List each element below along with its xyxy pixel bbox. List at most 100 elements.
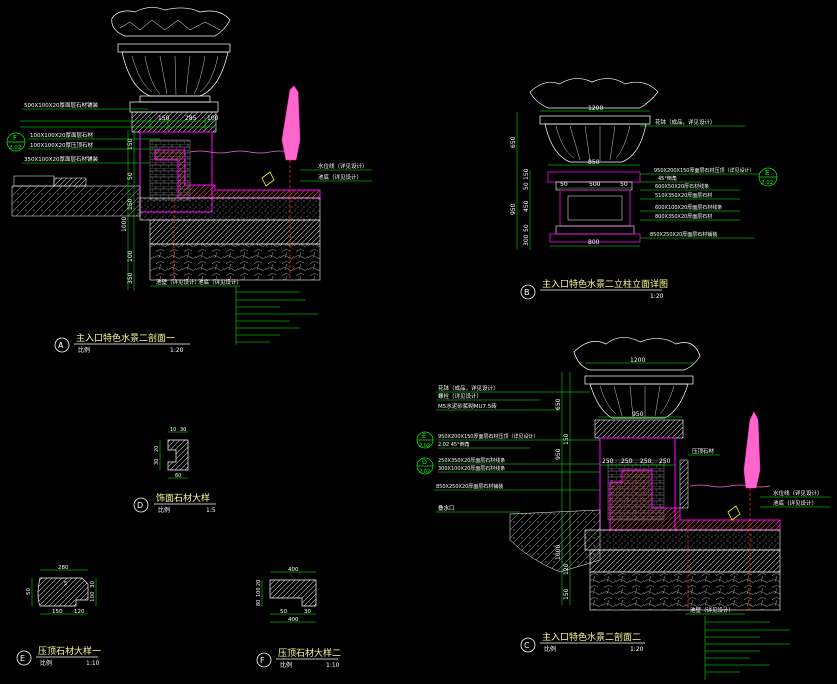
dim-e-2: 150 [52, 609, 63, 615]
section-d: 10 30 20 30 60 D 饰面石材大样 比例 1:5 [133, 427, 216, 514]
planter-b [529, 78, 659, 163]
note-b-5: 510X350X20厚面层石材 [655, 192, 712, 199]
note-c-9: 叠水口 [438, 504, 455, 512]
title-c: C 主入口特色水景二剖面二 比例 1:20 [520, 631, 645, 653]
note-a-2: 100X100X20厚面层石材 [30, 131, 94, 139]
column-cap-a [131, 111, 217, 133]
title-a-text: 主入口特色水景二剖面一 [76, 332, 175, 344]
bottom-a-2: 池底（详见设计） [198, 278, 242, 286]
dim-f-6: 30 [304, 609, 311, 615]
note-c-right-2: 水位线（详见设计） [773, 489, 823, 497]
marker-e-ref-c[interactable]: E 2.02 [416, 431, 434, 449]
dim-f-3: 100 [256, 587, 262, 597]
marker-d-c-ref: 2.02 [419, 469, 430, 475]
title-a-marker: A [58, 341, 64, 350]
dim-f-2: 20 [256, 580, 262, 586]
note-c-right-3: 池底（详见设计） [773, 499, 817, 507]
title-a: A 主入口特色水景二剖面一 比例 1:20 [54, 332, 190, 354]
dim-a-v-2: 50 [127, 172, 134, 180]
title-f: F 压顶石材大样二 比例 1:10 [256, 647, 341, 669]
marker-e-ref-b[interactable]: E 2.02 [758, 167, 778, 187]
note-c-1: 花钵（成品，详见设计） [438, 384, 499, 392]
fountain-jet-c [743, 411, 761, 489]
title-f-marker: F [260, 656, 265, 665]
title-b-scale: 1:20 [650, 293, 664, 300]
marker-f-letter: F [13, 134, 17, 142]
title-d-marker: D [137, 501, 143, 510]
note-c-6: 250X350X20厚面层石材线条 [438, 457, 505, 464]
dim-b-bottom: 800 [588, 239, 600, 246]
dim-c-v-4: 1000 [555, 545, 562, 560]
dim-a-top-3: 100 [207, 115, 219, 122]
dim-a-v-6: 350 [127, 272, 134, 284]
dim-a-v-5: 100 [127, 250, 134, 262]
dim-c-row-3: 250 [640, 458, 652, 465]
spec-block-a [235, 286, 318, 345]
dim-a-v-4: 150 [127, 198, 134, 210]
dim-c-v-1: 650 [555, 398, 562, 410]
water-line-c [689, 484, 771, 488]
dim-b-left-1: 650 [510, 136, 517, 148]
note-c-3: M5水泥砂浆砌MU7.5砖 [438, 402, 497, 410]
dim-e-6: 100 [90, 591, 96, 602]
dim-c-v-3: 150 [563, 433, 570, 445]
title-e-scale-label: 比例 [40, 659, 52, 667]
dim-b-left-2: 950 [510, 203, 517, 215]
dim-b-left2-4: 50 [523, 224, 530, 232]
note-a-3: 100X100X20厚压顶石材 [30, 141, 94, 149]
section-a: 150 285 100 150 50 1000 150 100 350 500X… [6, 7, 372, 354]
title-d-text: 饰面石材大样 [156, 492, 210, 504]
title-e-marker: E [20, 654, 25, 663]
marker-f-ref-a[interactable]: F 2.02 [6, 132, 26, 152]
title-c-marker: C [524, 641, 530, 650]
notes-b: 花钵（成品，详见设计） 950X200X150厚面层石材压顶（详见设计） 45°… [640, 118, 760, 239]
section-b: 1200 850 50 500 50 800 650 950 150 50 45… [510, 78, 778, 300]
title-d-scale-label: 比例 [158, 506, 170, 514]
title-f-text: 压顶石材大样二 [278, 647, 341, 659]
title-f-scale: 1:10 [326, 662, 340, 669]
note-c-5: 2.02 45°倒角 [438, 441, 470, 448]
section-e: 280 150 120 50 30 100 5 E 压顶石材大样一 比例 1:1… [16, 565, 101, 667]
marker-d-c-letter: D [422, 458, 427, 466]
dim-b-top: 1200 [588, 105, 603, 112]
marker-e-c-ref: 2.02 [419, 443, 430, 449]
marker-e-b-letter: E [765, 169, 769, 177]
title-d-scale: 1:5 [206, 507, 216, 514]
note-c-2: 螺栓（详见设计） [438, 392, 482, 400]
dim-b-left2-2: 50 [523, 182, 530, 190]
bottom-a-1: 池壁（详见设计） [156, 278, 200, 286]
note-b-3: 45°倒角 [658, 175, 677, 182]
title-c-text: 主入口特色水景二剖面二 [542, 631, 641, 643]
note-c-8: 850X250X20厚面层石材铺装 [436, 483, 503, 490]
note-c-right-1: 压顶石材 [692, 447, 715, 455]
dim-c-v-5: 120 [563, 563, 570, 575]
dim-d-2: 30 [180, 427, 186, 433]
dim-f-4: 80 [256, 600, 262, 606]
dim-d-3: 20 [154, 446, 160, 452]
dim-e-7: 5 [64, 581, 67, 587]
planter-a [111, 7, 231, 113]
spec-block-c [704, 616, 790, 680]
title-c-scale-label: 比例 [544, 645, 556, 653]
note-c-4: 950X200X150厚面层石材压顶（详见设计） [438, 433, 538, 440]
title-a-scale-label: 比例 [78, 346, 90, 354]
dim-c-v-2: 950 [555, 448, 562, 460]
planter-c [573, 337, 701, 419]
dim-a-top-2: 285 [185, 115, 197, 122]
dim-b-left2-5: 300 [523, 234, 530, 246]
dim-b-mid: 850 [588, 159, 600, 166]
title-e: E 压顶石材大样一 比例 1:10 [16, 645, 101, 667]
note-b-8: 850X250X20厚面层石材铺装 [650, 231, 717, 238]
ground-left-c [509, 509, 601, 573]
note-b-4: 600X50X20厚石材线条 [655, 183, 709, 190]
level-a-1: 水位线（详见设计） [318, 162, 368, 170]
dim-e-5: 30 [90, 581, 96, 588]
marker-e-b-ref: 2.02 [761, 180, 773, 186]
dim-b-left2-1: 150 [523, 168, 530, 180]
dim-e-3: 120 [74, 609, 85, 615]
dim-a-v-3: 1000 [121, 217, 128, 232]
marker-d-ref-c[interactable]: D 2.02 [416, 457, 434, 475]
ground-left-a [11, 185, 141, 217]
note-b-2: 950X200X150厚面层石材压顶（详见设计） [654, 167, 754, 174]
